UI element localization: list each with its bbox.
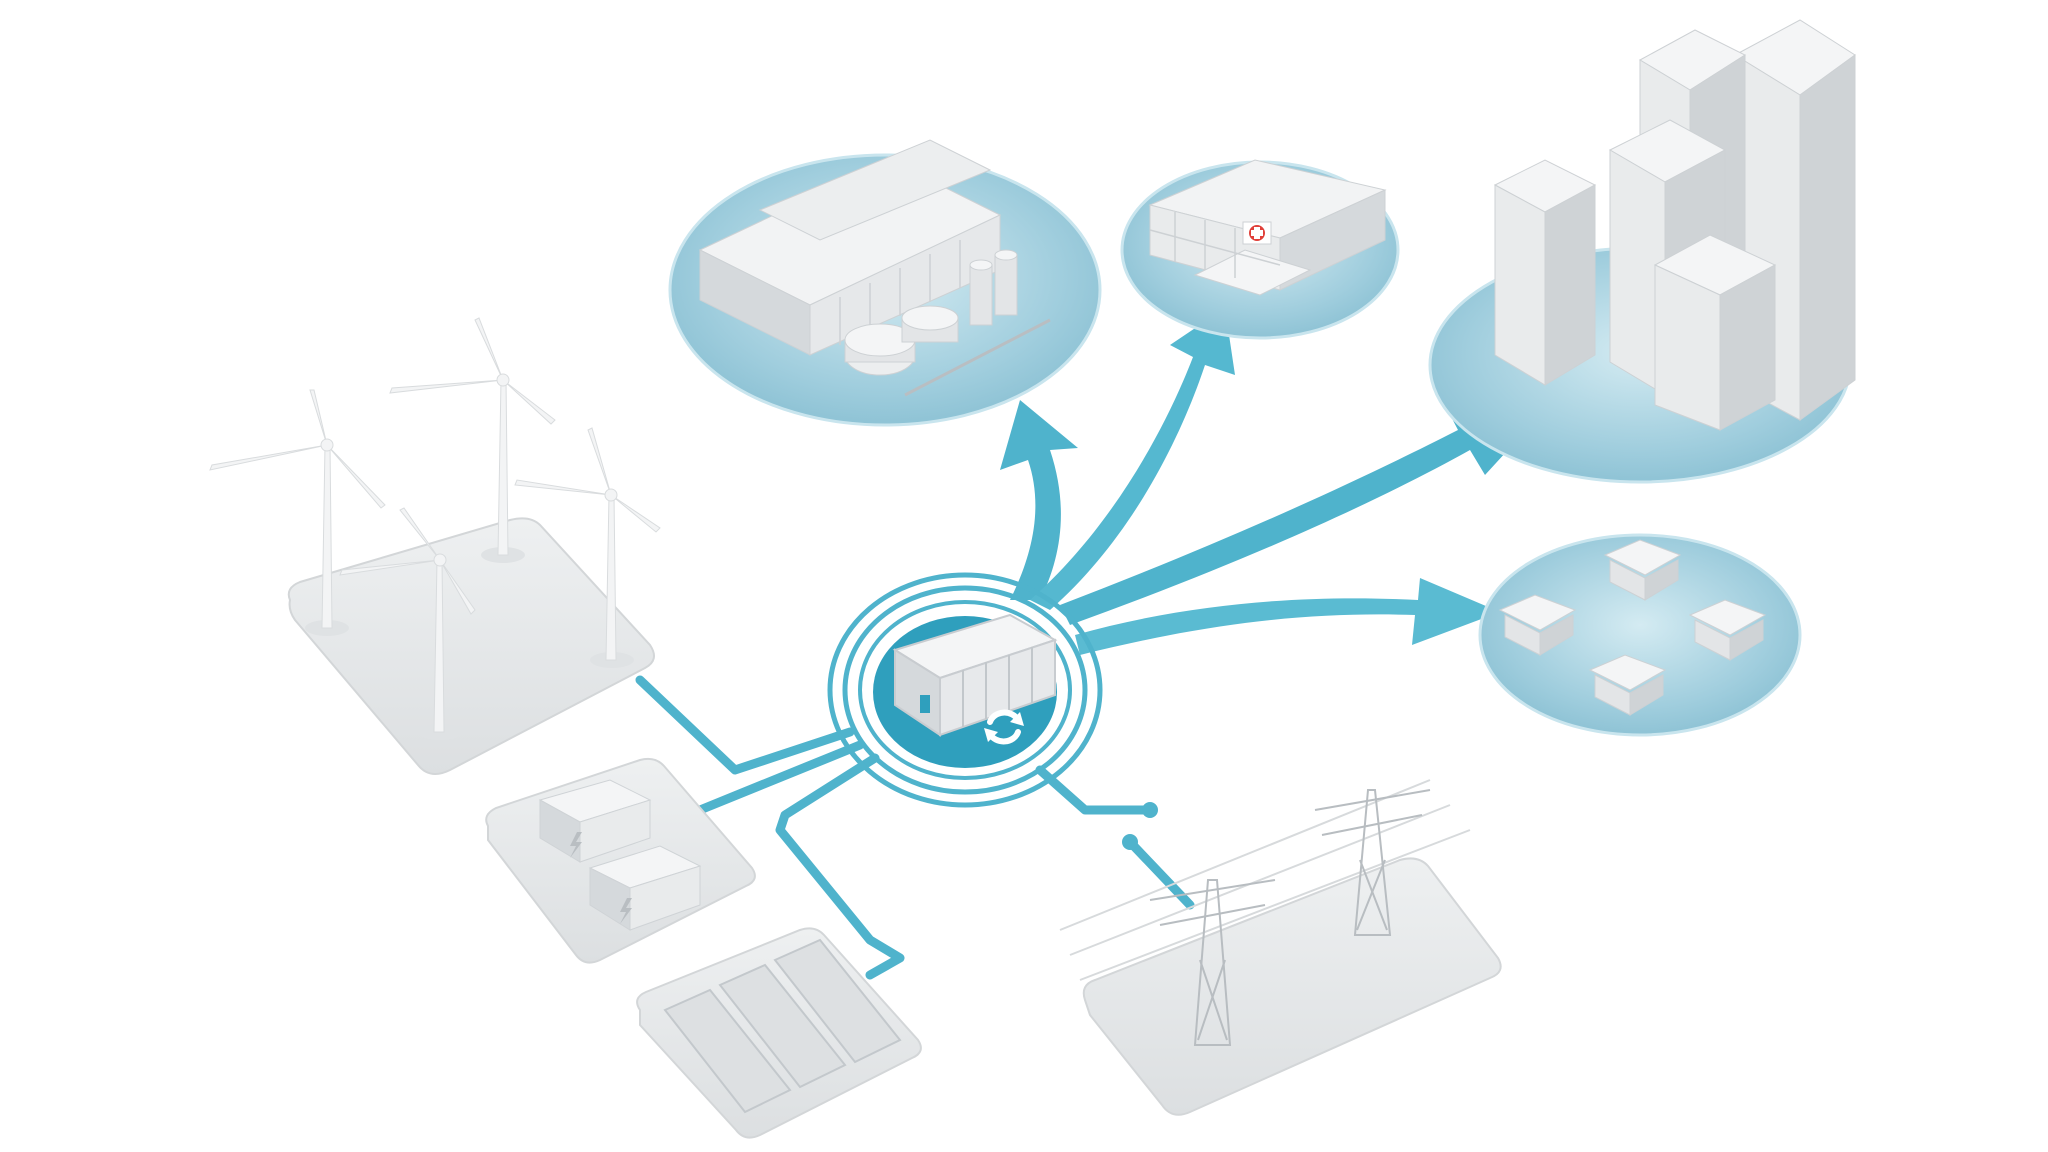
pipe-wind	[635, 675, 855, 775]
pipe-grid-lower-node	[1122, 834, 1138, 850]
power-grid	[1059, 779, 1502, 1116]
house-icon	[1498, 539, 1767, 716]
output-arrows	[1000, 308, 1540, 655]
pipe-grid-end-node	[1142, 802, 1158, 818]
input-pipes	[635, 675, 1195, 980]
residential-houses	[1478, 533, 1802, 737]
wind-farm	[209, 317, 661, 775]
battery-container-icon	[538, 779, 702, 931]
arrow-to-city	[1060, 405, 1540, 625]
arrow-to-plant	[1000, 400, 1078, 600]
solar-panel-icon	[663, 938, 902, 1114]
pipe-grid	[1035, 765, 1155, 815]
arrow-to-hospital	[1030, 308, 1235, 610]
refresh-cycle-icon	[984, 709, 1024, 745]
pipe-solar	[775, 753, 905, 980]
industrial-plant	[668, 139, 1102, 427]
city-buildings	[1428, 19, 1856, 484]
factory-icon	[698, 139, 1051, 397]
pipe-battery	[695, 740, 865, 815]
hospital	[1120, 159, 1400, 340]
skyscraper-icon	[1493, 19, 1856, 431]
storage-container-icon	[892, 613, 1058, 737]
wind-turbine-icon	[209, 317, 661, 740]
hospital-icon	[1148, 159, 1387, 296]
battery-storage	[485, 757, 756, 964]
solar-array	[636, 927, 922, 1139]
central-hub	[827, 572, 1103, 808]
transmission-tower-icon	[1059, 779, 1471, 1046]
arrow-to-houses	[1075, 578, 1500, 655]
